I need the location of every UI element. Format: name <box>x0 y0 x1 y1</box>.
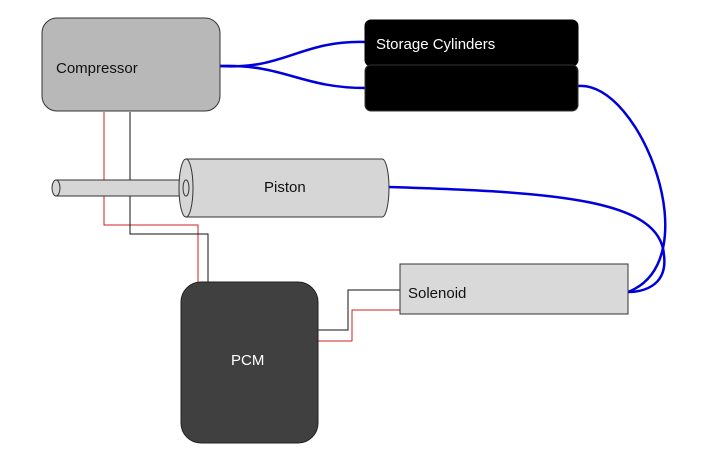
piston-rod-end <box>51 179 61 197</box>
piston-rod-socket <box>182 179 190 197</box>
piston-solenoid-air-line <box>387 185 666 294</box>
compressor-label: Compressor <box>56 60 138 77</box>
pcm: PCM <box>180 281 319 444</box>
compressor-body <box>41 17 221 112</box>
compressor-storage-air-line-bottom <box>219 64 367 90</box>
solenoid-label: Solenoid <box>408 285 466 302</box>
piston-rod <box>55 179 187 197</box>
storage-cylinders: Storage Cylinders <box>364 19 579 112</box>
storage-solenoid-air-line <box>577 84 667 294</box>
compressor-pcm-signal-wire <box>103 112 199 282</box>
compressor-pcm-ground-wire <box>129 112 209 282</box>
pcm-body <box>180 281 319 444</box>
pcm-solenoid-signal-wire <box>318 309 400 342</box>
storage-cylinders-label: Storage Cylinders <box>376 36 495 53</box>
compressor: Compressor <box>41 17 221 112</box>
solenoid: Solenoid <box>399 263 629 315</box>
storage-cylinder-bottom <box>364 64 579 112</box>
solenoid-body <box>399 263 629 315</box>
pcm-label: PCM <box>231 352 264 369</box>
piston-cylinder-body <box>186 158 390 218</box>
compressor-storage-air-line-top <box>219 40 367 68</box>
piston: Piston <box>51 158 390 218</box>
pcm-solenoid-ground-wire <box>318 289 400 331</box>
piston-label: Piston <box>264 179 306 196</box>
